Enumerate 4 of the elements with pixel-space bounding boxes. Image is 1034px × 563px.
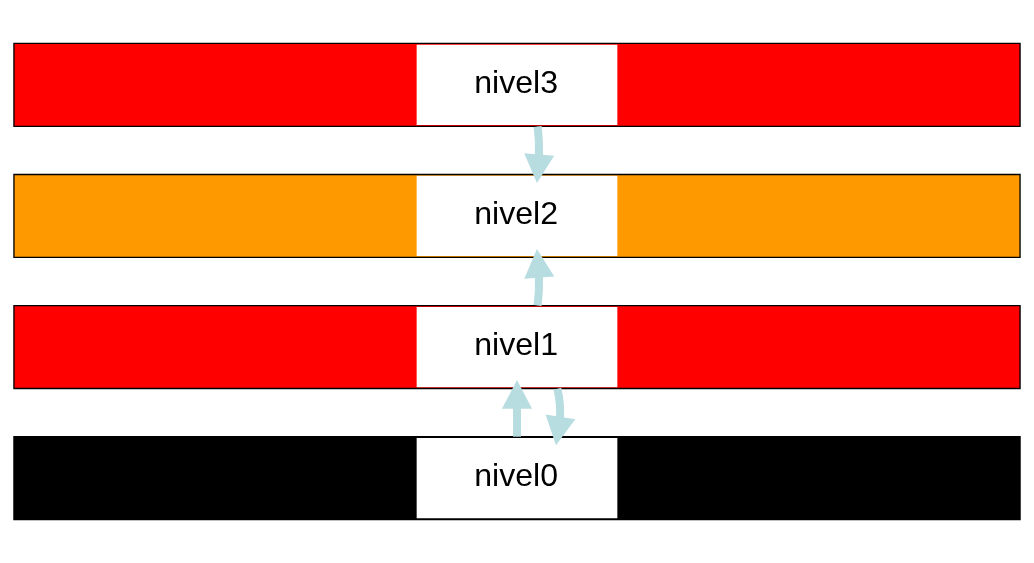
arrow <box>524 248 555 307</box>
arrow <box>501 380 533 437</box>
arrow <box>524 126 555 184</box>
arrow <box>545 387 576 446</box>
